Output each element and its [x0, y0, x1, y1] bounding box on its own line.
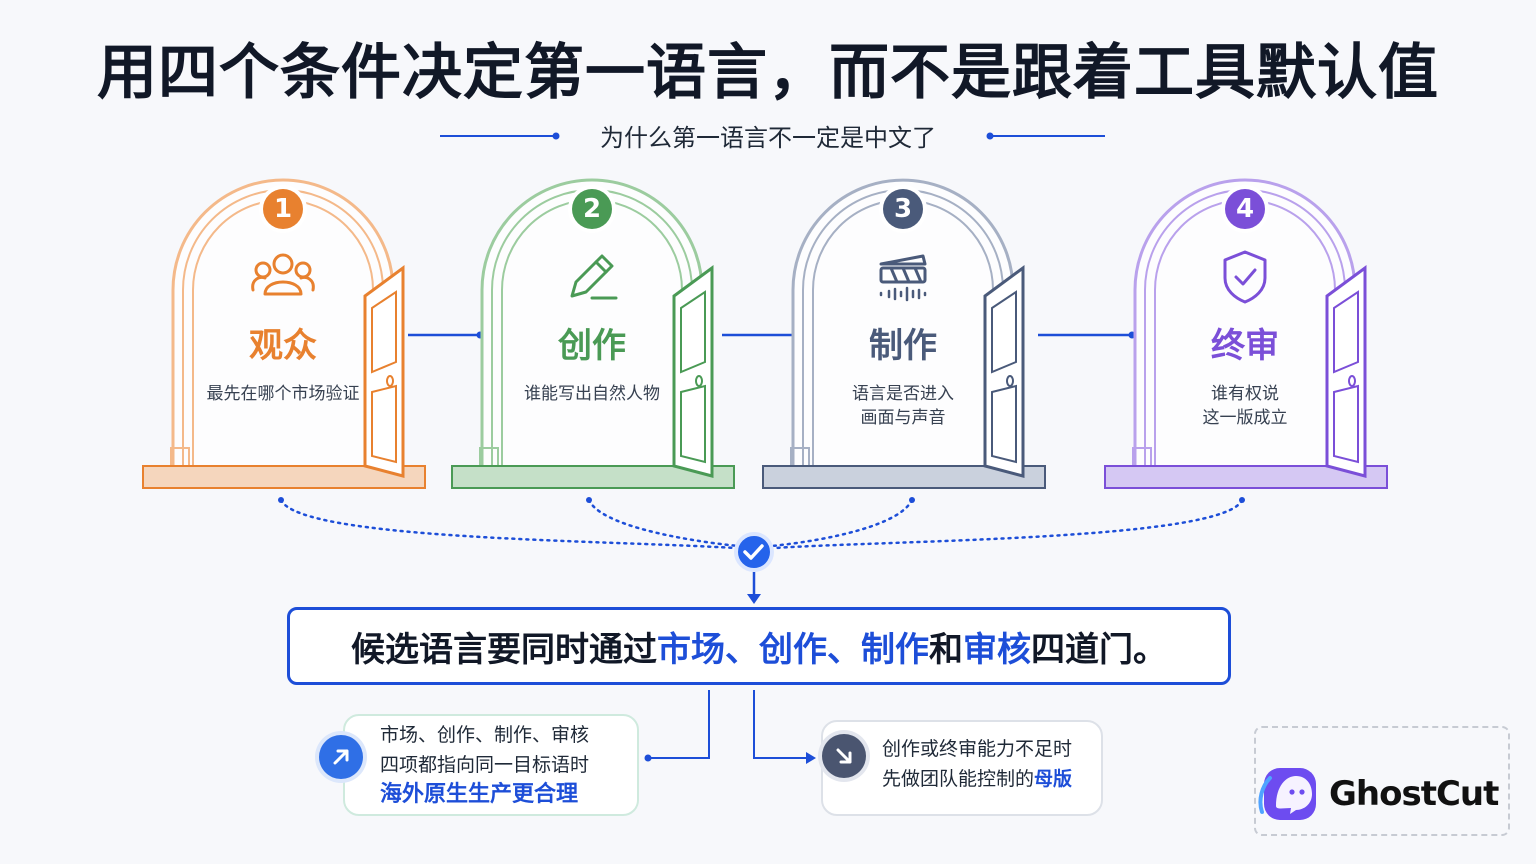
door-2	[451, 178, 735, 489]
summary-text-2: 和	[929, 629, 963, 670]
page-title: 用四个条件决定第一语言，而不是跟着工具默认值	[97, 38, 1439, 108]
ghostcut-logo-icon	[1258, 768, 1316, 820]
native-card-line-1: 市场、创作、制作、审核	[380, 724, 590, 746]
arrow-up-right-icon	[319, 735, 363, 779]
door-desc-line-2: 画面与声音	[860, 408, 946, 428]
door-desc-4: 谁有权说这一版成立	[1135, 382, 1355, 430]
door-desc-line-1: 谁能写出自然人物	[524, 384, 660, 404]
summary-market: 市场	[657, 629, 725, 670]
master-card-line-2: 先做团队能控制的母版	[882, 764, 1072, 794]
master-card-text: 创作或终审能力不足时 先做团队能控制的母版	[882, 734, 1072, 794]
summary-sep-2: 、	[827, 629, 861, 670]
door-title-2: 创作	[558, 326, 626, 366]
summary-creation: 创作	[759, 629, 827, 670]
master-card-line-2-text: 先做团队能控制的	[882, 768, 1035, 790]
native-card-text: 市场、创作、制作、审核 四项都指向同一目标语时 海外原生生产更合理	[380, 720, 589, 810]
door-title-4: 终审	[1211, 326, 1279, 366]
pencil-icon	[570, 254, 618, 300]
step-number-4: 4	[1225, 189, 1265, 229]
step-number-2: 2	[572, 189, 612, 229]
merge-check-icon	[734, 532, 774, 572]
door-desc-line-1: 语言是否进入	[852, 384, 954, 404]
summary-sep-1: 、	[725, 629, 759, 670]
door-4	[1104, 178, 1388, 489]
step-number-1: 1	[263, 189, 303, 229]
door-desc-2: 谁能写出自然人物	[482, 382, 702, 406]
door-desc-line-2: 这一版成立	[1202, 408, 1288, 428]
master-version-card	[821, 720, 1103, 816]
logo-text: GhostCut	[1329, 774, 1499, 814]
door-desc-3: 语言是否进入画面与声音	[793, 382, 1013, 430]
audience-icon	[251, 253, 315, 296]
arrow-down-right-icon	[822, 734, 866, 778]
summary-text-1: 候选语言要同时通过	[351, 629, 657, 670]
summary-review: 审核	[963, 629, 1031, 670]
page-subtitle: 为什么第一语言不一定是中文了	[600, 124, 936, 152]
door-title-3: 制作	[869, 326, 937, 366]
door-desc-line-1: 最先在哪个市场验证	[206, 384, 360, 404]
master-card-line-1: 创作或终审能力不足时	[882, 738, 1073, 760]
native-card-line-2: 四项都指向同一目标语时	[380, 754, 590, 776]
summary-production: 制作	[861, 629, 929, 670]
summary-text-3: 四道门。	[1031, 629, 1167, 670]
master-card-highlight: 母版	[1034, 768, 1073, 790]
subtitle-decoration	[440, 132, 1105, 140]
clapperboard-icon	[879, 254, 927, 302]
shield-check-icon	[1223, 250, 1267, 304]
lower-connectors	[650, 690, 812, 759]
door-desc-1: 最先在哪个市场验证	[173, 382, 393, 406]
door-title-1: 观众	[249, 326, 317, 366]
native-card-line-3: 海外原生生产更合理	[380, 782, 579, 807]
summary-box: 候选语言要同时通过市场、创作、制作和审核四道门。	[287, 607, 1231, 685]
merge-lines	[279, 498, 1244, 550]
door-desc-line-1: 谁有权说	[1211, 384, 1279, 404]
door-1	[142, 178, 426, 489]
door-3	[762, 178, 1046, 489]
step-number-3: 3	[883, 189, 923, 229]
logo-container	[1254, 726, 1510, 836]
